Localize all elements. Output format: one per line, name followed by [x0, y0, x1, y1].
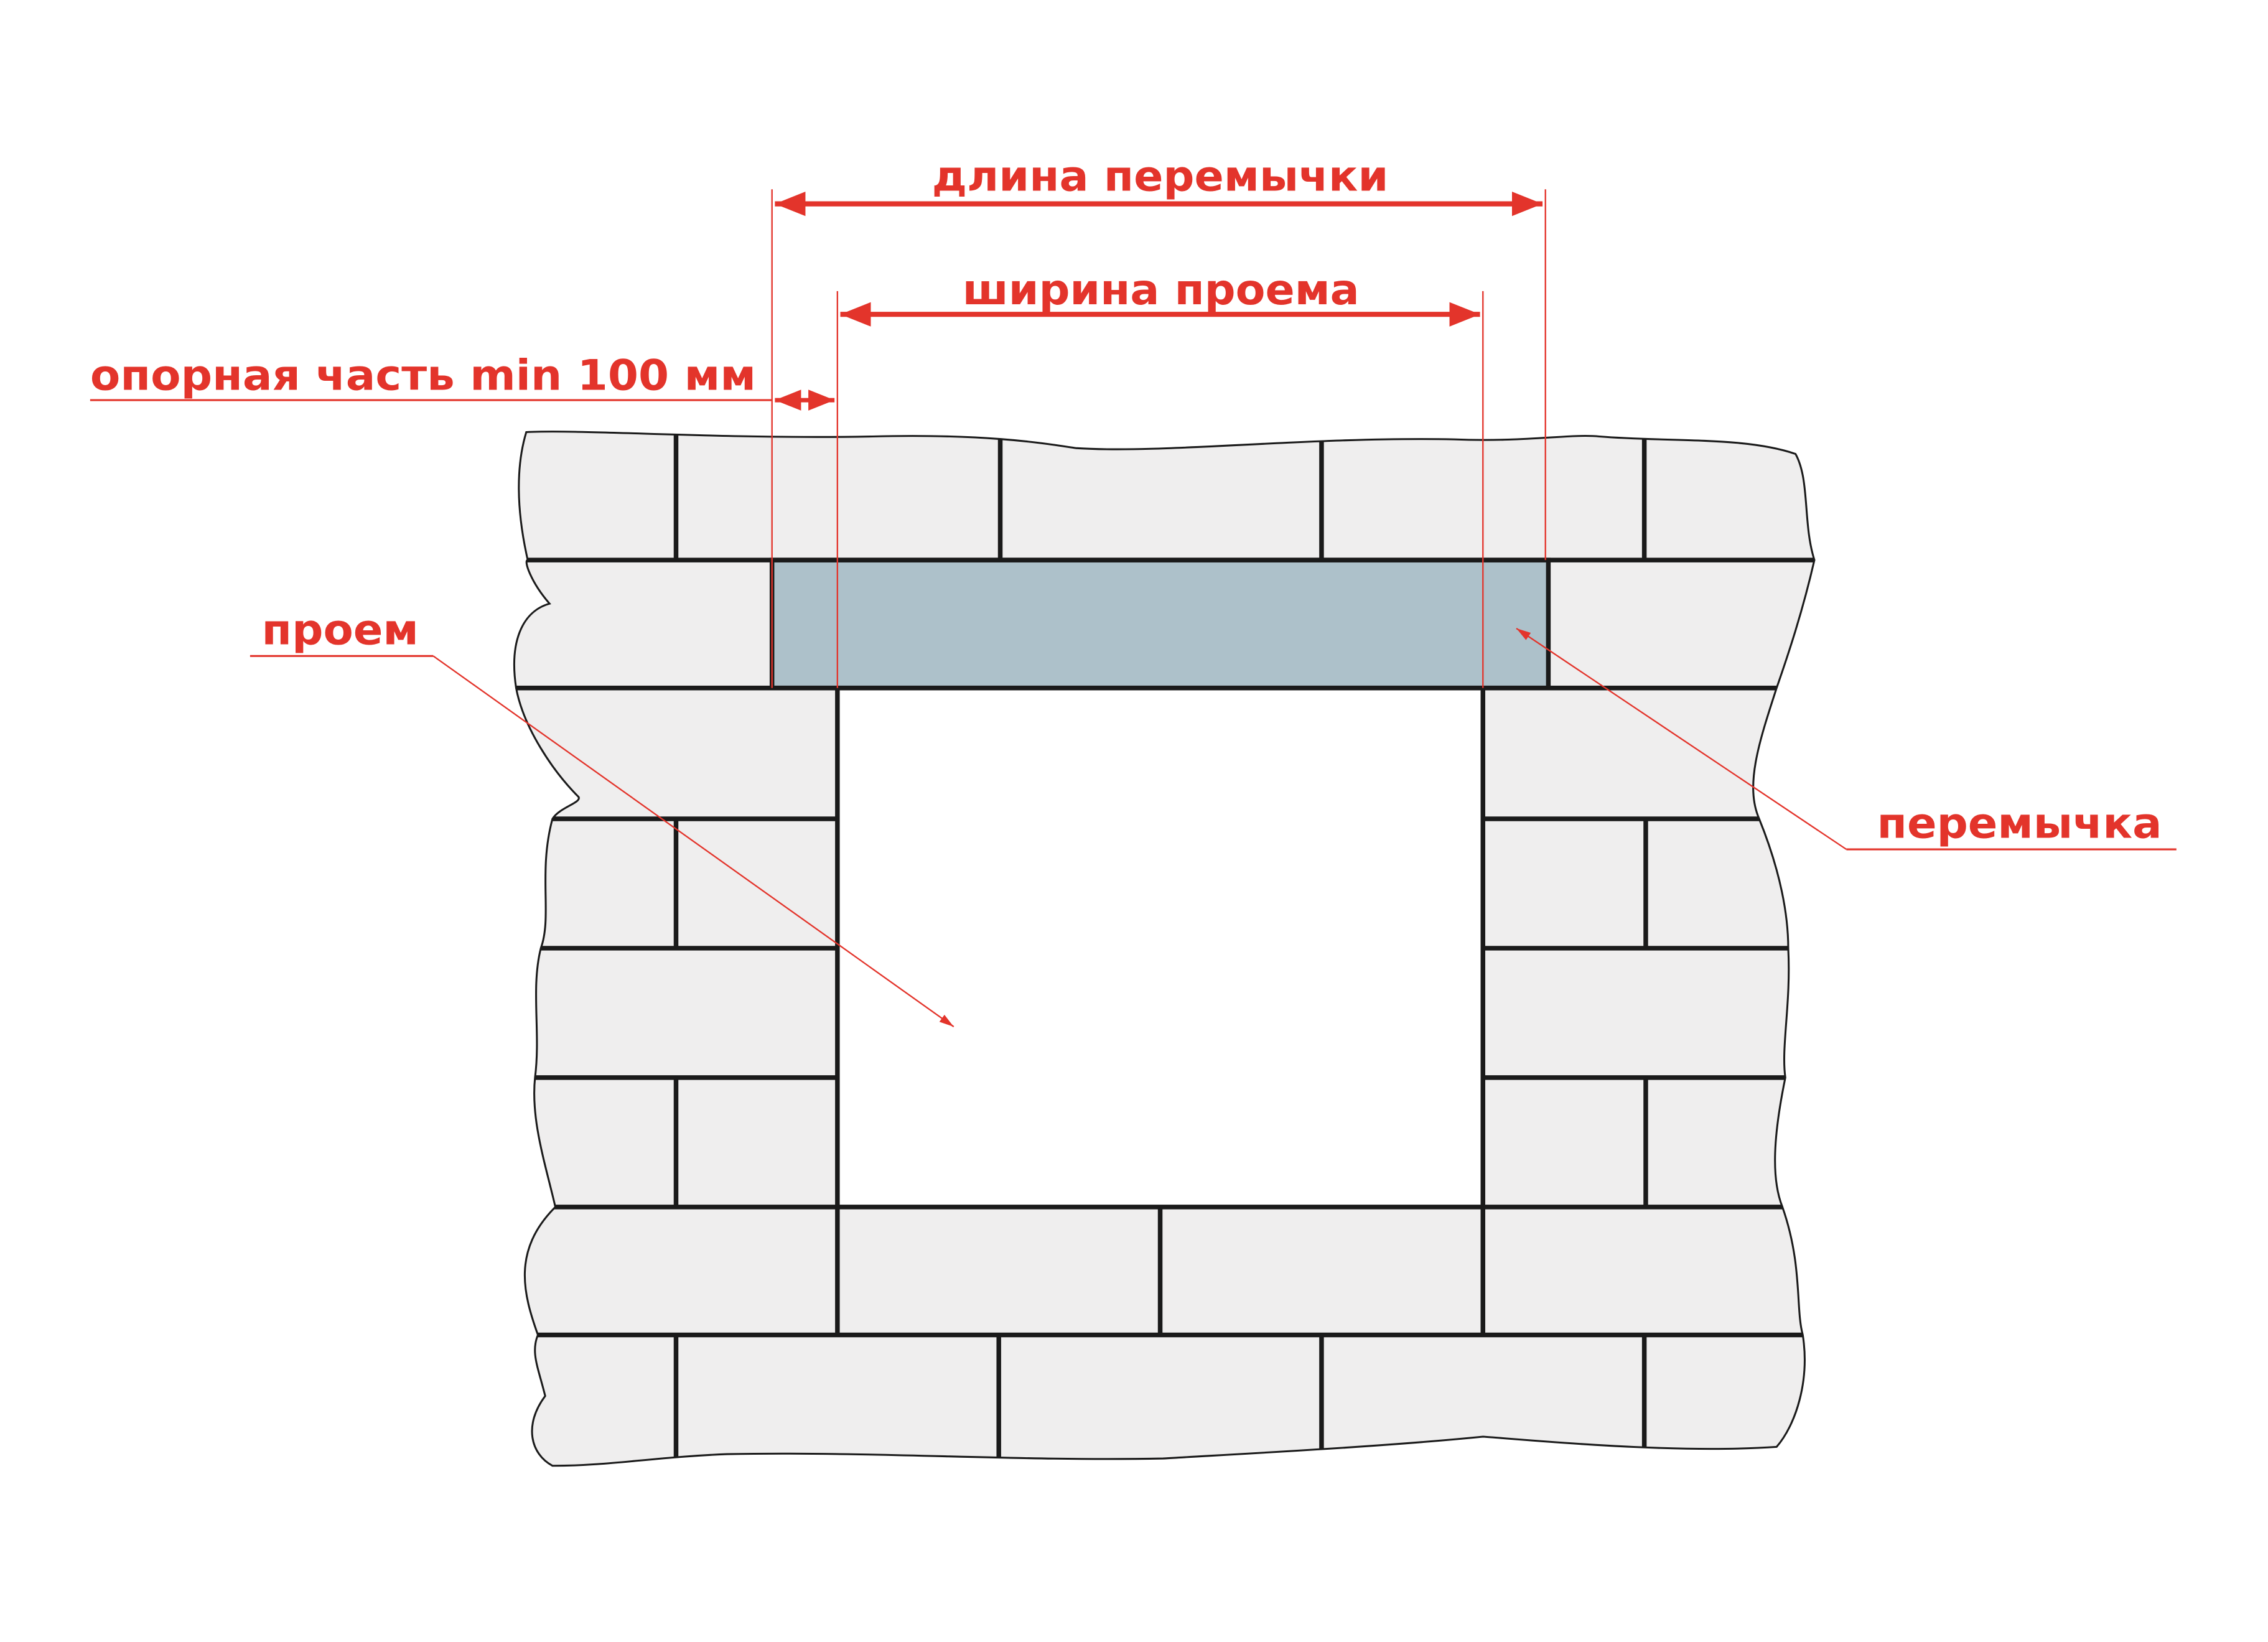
- annotations: [90, 189, 2177, 1028]
- lintel-length-label: длина перемычки: [932, 152, 1389, 201]
- opening-width-label: ширина проема: [963, 265, 1360, 314]
- mortar-joints: [514, 431, 1814, 1466]
- opening-void: [837, 688, 1483, 1207]
- bearing-part-label: опорная часть min 100 мм: [90, 351, 756, 400]
- opening-label: проем: [262, 605, 419, 655]
- brick-wall: [513, 431, 1816, 1467]
- lintel-leader-arrow: [1516, 627, 1847, 851]
- lintel-beam: [769, 557, 1551, 691]
- opening-leader-arrow: [432, 655, 954, 1028]
- lintel-label: перемычка: [1877, 798, 2162, 847]
